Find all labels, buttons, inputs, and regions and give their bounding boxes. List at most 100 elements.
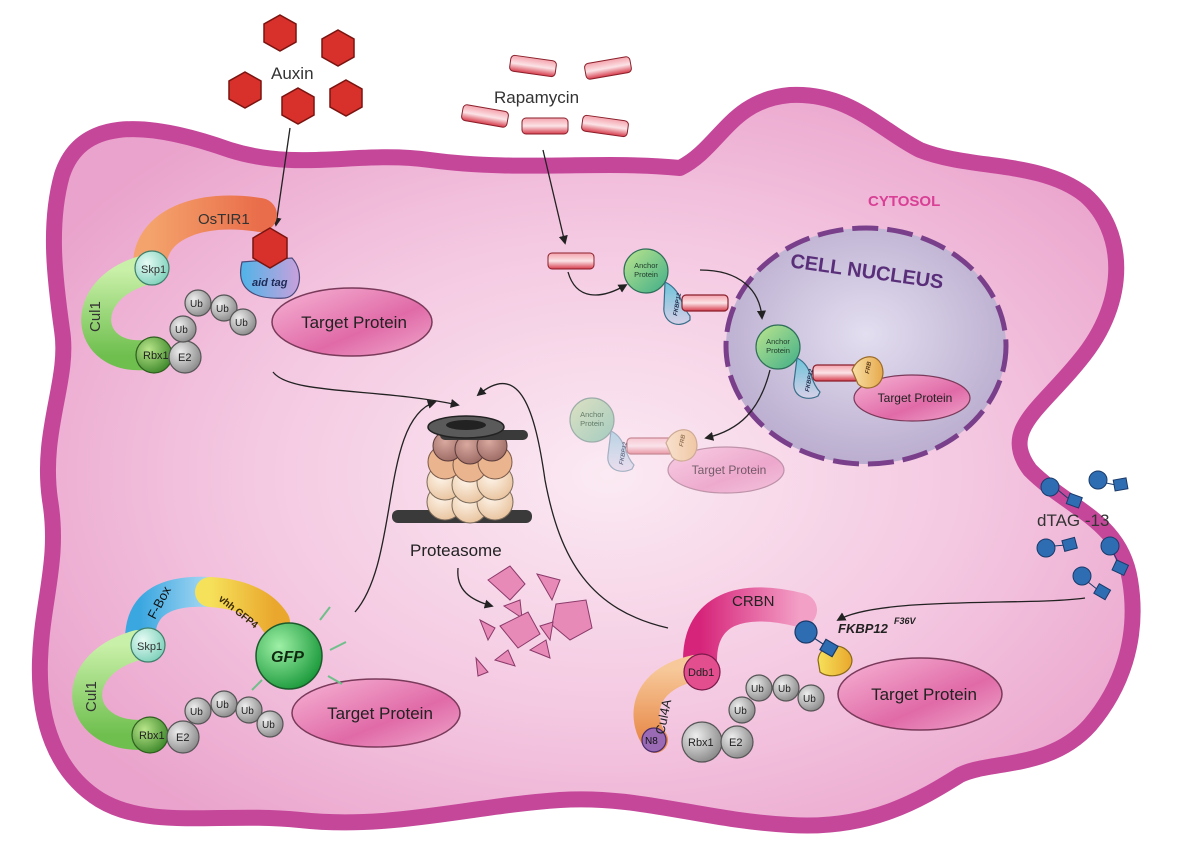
fkbp-label: FKBP12 bbox=[805, 368, 815, 392]
auxin-bound-icon bbox=[252, 227, 288, 269]
ub-label: Ub bbox=[216, 304, 229, 315]
fkbp-label: FKBP12 bbox=[619, 441, 629, 465]
target-protein-label-nuc: Target Protein bbox=[878, 391, 953, 405]
e2-label: E2 bbox=[178, 352, 191, 364]
dtag-molecules bbox=[1036, 470, 1130, 601]
cul1-shape-2 bbox=[72, 630, 155, 750]
ub-label: Ub bbox=[734, 706, 747, 717]
ub-ball bbox=[184, 289, 212, 317]
rbx1-label: Rbx1 bbox=[143, 350, 169, 362]
skp1-label-2: Skp1 bbox=[137, 641, 162, 653]
rapamycin-molecules bbox=[461, 54, 632, 138]
frb-label: FRB bbox=[679, 434, 687, 448]
dtag-arrow bbox=[836, 597, 1086, 621]
ub-label: Ub bbox=[216, 700, 229, 711]
aid-tag-label: aid tag bbox=[252, 277, 288, 289]
anchor-complex-2 bbox=[755, 324, 971, 422]
target-protein-3 bbox=[837, 657, 1003, 731]
anchor-complex-1 bbox=[623, 248, 729, 325]
auxin-degron-complex bbox=[81, 195, 433, 374]
auxin-to-proteasome-arrow bbox=[272, 371, 460, 408]
rbx1-label-2: Rbx1 bbox=[139, 730, 165, 742]
crbn-shape bbox=[683, 587, 817, 677]
anchor-label-l1: Anchor bbox=[580, 410, 604, 419]
ub-label: Ub bbox=[778, 684, 791, 695]
auxin-molecules bbox=[228, 14, 363, 125]
vhh-shape bbox=[195, 577, 290, 637]
ub-ball bbox=[184, 697, 212, 725]
degradation-arrow bbox=[457, 567, 494, 609]
fkbp12-label: FKBP12 bbox=[838, 621, 889, 636]
frb-label: FRB bbox=[865, 361, 873, 375]
cul1-label-2: Cul1 bbox=[83, 681, 100, 712]
ub-ball bbox=[169, 315, 197, 343]
rapamycin-free bbox=[547, 252, 595, 270]
fkbp-label: FKBP12 bbox=[673, 292, 683, 316]
auxin-arrow bbox=[272, 127, 291, 227]
crbn-label: CRBN bbox=[732, 593, 775, 610]
ub-ball bbox=[772, 674, 800, 702]
fkbp12-superscript: F36V bbox=[894, 616, 917, 626]
target-protein-2 bbox=[291, 678, 461, 748]
anchor-label-l1: Anchor bbox=[634, 261, 658, 270]
ub-label: Ub bbox=[262, 720, 275, 731]
ub-label: Ub bbox=[241, 706, 254, 717]
target-protein-label-exported: Target Protein bbox=[692, 463, 767, 477]
e2-label-2: E2 bbox=[176, 732, 189, 744]
dtag-bound-block bbox=[819, 638, 839, 658]
proteasome-label: Proteasome bbox=[410, 541, 502, 560]
anchor-label-l2: Protein bbox=[634, 270, 658, 279]
ub-label: Ub bbox=[751, 684, 764, 695]
e2-label-3: E2 bbox=[729, 737, 742, 749]
peptide-fragments bbox=[475, 565, 593, 677]
ub-ball bbox=[728, 696, 756, 724]
cytosol-label: CYTOSOL bbox=[868, 193, 940, 210]
nucleus-entry-arrow bbox=[699, 269, 767, 320]
dtag-to-proteasome-arrow bbox=[476, 382, 669, 629]
proteasome bbox=[392, 415, 532, 524]
auxin-label: Auxin bbox=[271, 64, 314, 83]
cul1-label: Cul1 bbox=[87, 301, 104, 332]
rapamycin-bind-arrow bbox=[567, 271, 628, 296]
ub-label: Ub bbox=[175, 325, 188, 336]
gfp-to-proteasome-arrow bbox=[354, 399, 437, 613]
e2-ball-2 bbox=[166, 720, 200, 754]
skp1-ball-2 bbox=[130, 627, 166, 663]
gfp-ball bbox=[255, 622, 323, 690]
target-protein-1 bbox=[271, 287, 433, 357]
ddb1-ball bbox=[683, 653, 721, 691]
n8-label: N8 bbox=[645, 736, 658, 747]
target-protein-label-2: Target Protein bbox=[327, 704, 433, 723]
ub-ball bbox=[745, 674, 773, 702]
anchor-label-l2: Protein bbox=[580, 419, 604, 428]
ub-label: Ub bbox=[190, 299, 203, 310]
nucleus-exit-arrow bbox=[704, 369, 771, 441]
rapamycin-arrow bbox=[542, 149, 568, 245]
anchor-complex-3 bbox=[569, 397, 785, 494]
cul1-shape bbox=[81, 255, 160, 371]
ub-ball bbox=[235, 696, 263, 724]
n8-ball bbox=[641, 727, 667, 753]
skp1-label: Skp1 bbox=[141, 264, 166, 276]
target-protein-label-1: Target Protein bbox=[301, 313, 407, 332]
gfp-label: GFP bbox=[271, 649, 304, 666]
dtag-label: dTAG -13 bbox=[1037, 511, 1109, 530]
ddb1-label: Ddb1 bbox=[688, 667, 714, 679]
ub-ball bbox=[797, 684, 825, 712]
target-protein-label-3: Target Protein bbox=[871, 685, 977, 704]
ub-ball bbox=[210, 294, 238, 322]
ub-label: Ub bbox=[190, 707, 203, 718]
ub-label: Ub bbox=[803, 694, 816, 705]
dtag-bound-ball bbox=[794, 620, 818, 644]
ub-label: Ub bbox=[235, 318, 248, 329]
ub-ball bbox=[256, 710, 284, 738]
cul4a-label: Cul4A bbox=[652, 698, 674, 736]
e2-ball-3 bbox=[720, 725, 754, 759]
skp1-ball bbox=[134, 250, 170, 286]
ostir1-label: OsTIR1 bbox=[198, 211, 250, 228]
anchor-label-l1: Anchor bbox=[766, 337, 790, 346]
ub-ball bbox=[229, 308, 257, 336]
rapamycin-label: Rapamycin bbox=[494, 88, 579, 107]
rbx1-label-3: Rbx1 bbox=[688, 737, 714, 749]
